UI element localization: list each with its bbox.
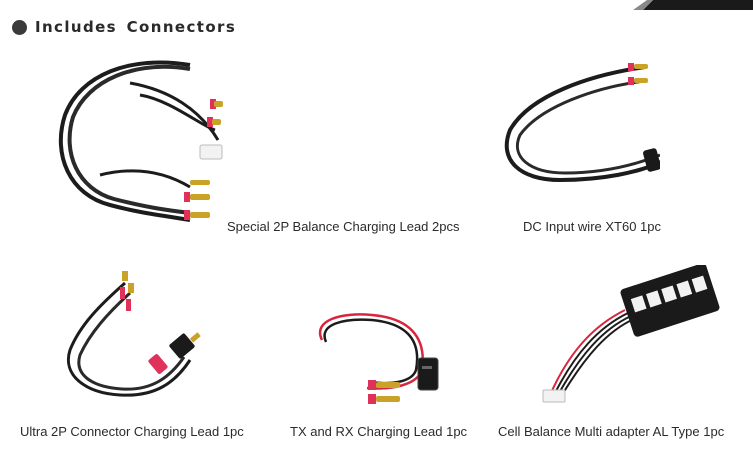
section-title: Includes Connectors — [35, 18, 237, 36]
tx-rx-charging-lead-image — [318, 313, 439, 404]
balance-charging-lead-image — [58, 60, 223, 222]
xt60-input-wire-image — [504, 63, 660, 183]
bullet-icon — [12, 19, 27, 35]
product-caption: TX and RX Charging Lead 1pc — [290, 424, 468, 439]
product-caption: Cell Balance Multi adapter AL Type 1pc — [498, 424, 725, 439]
product-caption: Ultra 2P Connector Charging Lead 1pc — [20, 424, 244, 439]
product-caption: Special 2P Balance Charging Lead 2pcs — [227, 219, 460, 234]
cell-balance-adapter-image — [542, 265, 720, 403]
product-caption: DC Input wire XT60 1pc — [523, 219, 662, 234]
corner-decoration — [633, 0, 753, 10]
ultra-2p-charging-lead-image — [67, 271, 201, 397]
section-heading: Includes Connectors — [12, 16, 236, 38]
